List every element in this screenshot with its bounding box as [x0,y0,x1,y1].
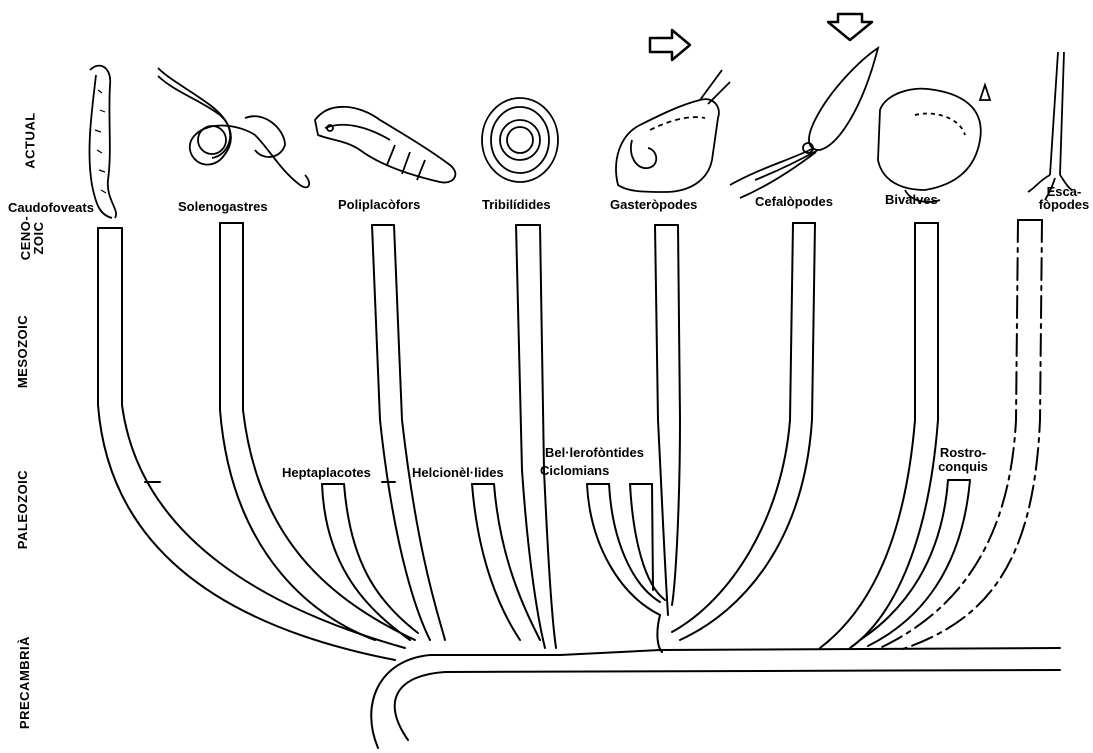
branch-caudofoveats [98,228,395,660]
taxon-label-bivalves: Bivalves [885,193,938,207]
era-precambria: PRECAMBRIÀ [18,636,31,729]
branch-bellerofontides [630,484,665,600]
branch-gasteropodes-inner [672,225,680,605]
branch-gasteropodes-base [657,615,662,652]
fossil-label-bellerofontides: Bel·lerofòntides [545,446,644,460]
taxon-label-gasteropodes: Gasteròpodes [610,198,697,212]
fossil-label-rostroconquis-line1: Rostro- [928,446,998,460]
branch-poliplacofors-inner [394,225,445,640]
era-cenozoic-line2: ZOIC [32,216,45,260]
solenogaster-illustration [158,68,309,187]
branch-cefalopodes-inner [680,223,815,640]
bivalve-illustration [878,85,990,202]
branch-gasteropodes [655,225,668,615]
era-paleozoic: PALEOZOIC [16,470,29,549]
arrow-down-icon [650,30,690,60]
branch-ciclomians [587,484,660,615]
taxon-label-caudofoveats: Caudofoveats [8,201,94,215]
caudofoveat-illustration [89,66,116,218]
branch-heptaplacotes-inner [344,484,418,633]
branch-poliplacofors [372,225,430,640]
era-cenozoic: CENO- ZOIC [19,216,45,260]
taxon-label-cefalopodes: Cefalòpodes [755,195,833,209]
gasteropode-illustration [616,70,730,192]
taxon-label-escafopodes-line2: fòpodes [1036,198,1092,211]
branch-bivalves-inner [850,223,938,648]
era-actual: ACTUAL [24,112,37,168]
era-mesozoic: MESOZOIC [16,315,29,388]
branch-cefalopodes [672,223,793,632]
branch-escafopodes-inner [900,220,1042,650]
fossil-label-helcionellides: Helcionèl·lides [412,466,504,480]
branch-helcionellides-inner [494,484,540,640]
branch-bellerofontides-inner [652,484,653,590]
poliplacofor-illustration [315,107,455,183]
cefalopode-illustration [730,48,878,198]
taxon-label-tribilidides: Tribilídides [482,198,551,212]
taxon-label-escafopodes: Esca- fòpodes [1036,185,1092,211]
tribilidide-illustration [482,98,558,182]
arrow-down-icon [828,14,872,40]
fossil-label-ciclomians: Ciclomians [540,464,609,478]
trunk-branch [371,648,1060,748]
branch-rostroconquis [860,480,948,640]
branch-solenogastres-inner [243,223,415,640]
taxon-label-poliplacofors: Poliplacòfors [338,198,420,212]
branch-caudofoveats-inner [122,228,405,648]
escafopode-illustration [1028,52,1072,200]
branch-tribilidides-inner [540,225,556,648]
trunk-branch-inner [395,670,1060,740]
fossil-label-rostroconquis-line2: conquis [928,460,998,474]
fossil-label-rostroconquis: Rostro- conquis [928,446,998,474]
fossil-label-heptaplacotes: Heptaplacotes [282,466,371,480]
branch-heptaplacotes [322,484,410,640]
taxon-label-solenogastres: Solenogastres [178,200,268,214]
